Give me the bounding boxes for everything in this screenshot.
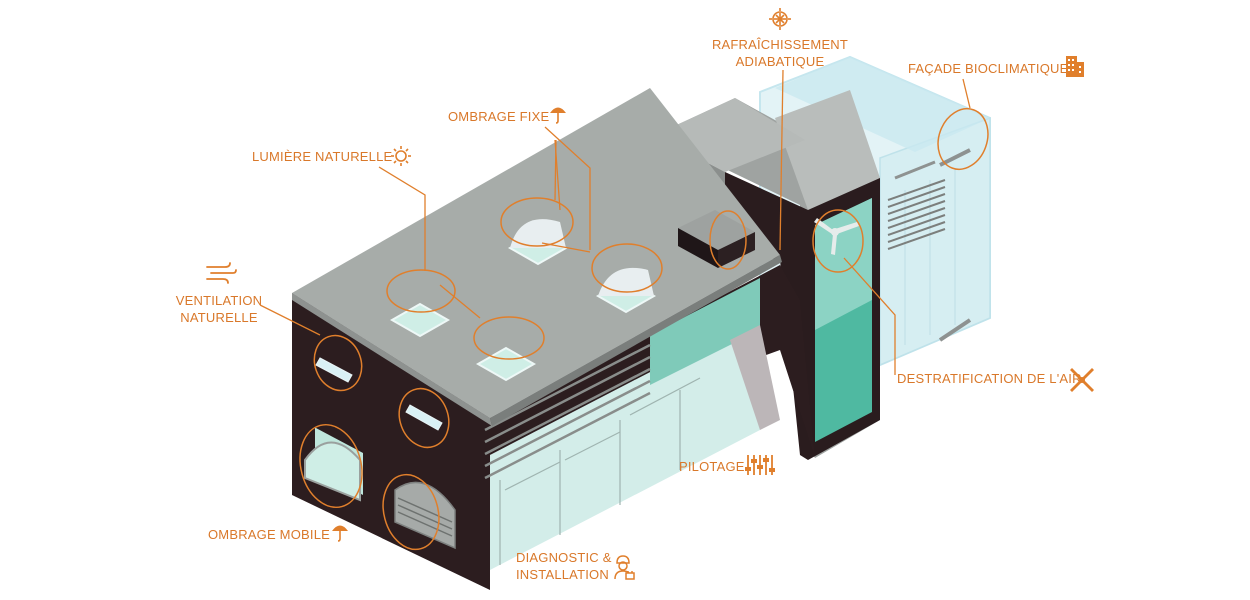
technician-icon: [614, 555, 635, 580]
label-ventilation-line1: VENTILATION: [175, 293, 263, 308]
side-windows: [304, 357, 456, 550]
umbrella-icon-2: [332, 525, 348, 542]
label-pilotage: PILOTAGE: [679, 459, 745, 474]
fan-icon: [1070, 368, 1094, 392]
wind-icon: [206, 262, 237, 284]
umbrella-icon: [550, 107, 566, 124]
label-diagnostic-line2: INSTALLATION: [516, 567, 609, 582]
label-lumiere: LUMIÈRE NATURELLE: [252, 149, 393, 164]
annotation-rings: [299, 107, 989, 551]
building-icon: [1066, 56, 1084, 77]
sliders-icon: [745, 455, 775, 475]
label-rafraichissement: RAFRAÎCHISSEMENT ADIABATIQUE: [700, 36, 860, 70]
label-facade: FAÇADE BIOCLIMATIQUE: [908, 61, 1069, 76]
label-ventilation: VENTILATION NATURELLE: [160, 292, 278, 326]
label-rafraichissement-line1: RAFRAÎCHISSEMENT: [711, 37, 849, 52]
label-ventilation-line2: NATURELLE: [180, 310, 258, 325]
sun-icon: [391, 146, 411, 166]
label-diagnostic-line1: DIAGNOSTIC &: [516, 550, 612, 565]
leader-lines: [259, 69, 971, 375]
label-ombrage-mobile: OMBRAGE MOBILE: [208, 527, 330, 542]
skylights: [389, 219, 657, 382]
snowflake-sun-icon: [769, 8, 791, 30]
label-rafraichissement-line2: ADIABATIQUE: [735, 54, 825, 69]
label-destratification: DESTRATIFICATION DE L'AIR: [897, 371, 1082, 386]
label-ombrage-fixe: OMBRAGE FIXE: [448, 109, 550, 124]
main-building: [292, 88, 815, 590]
label-diagnostic: DIAGNOSTIC & INSTALLATION: [516, 549, 612, 583]
